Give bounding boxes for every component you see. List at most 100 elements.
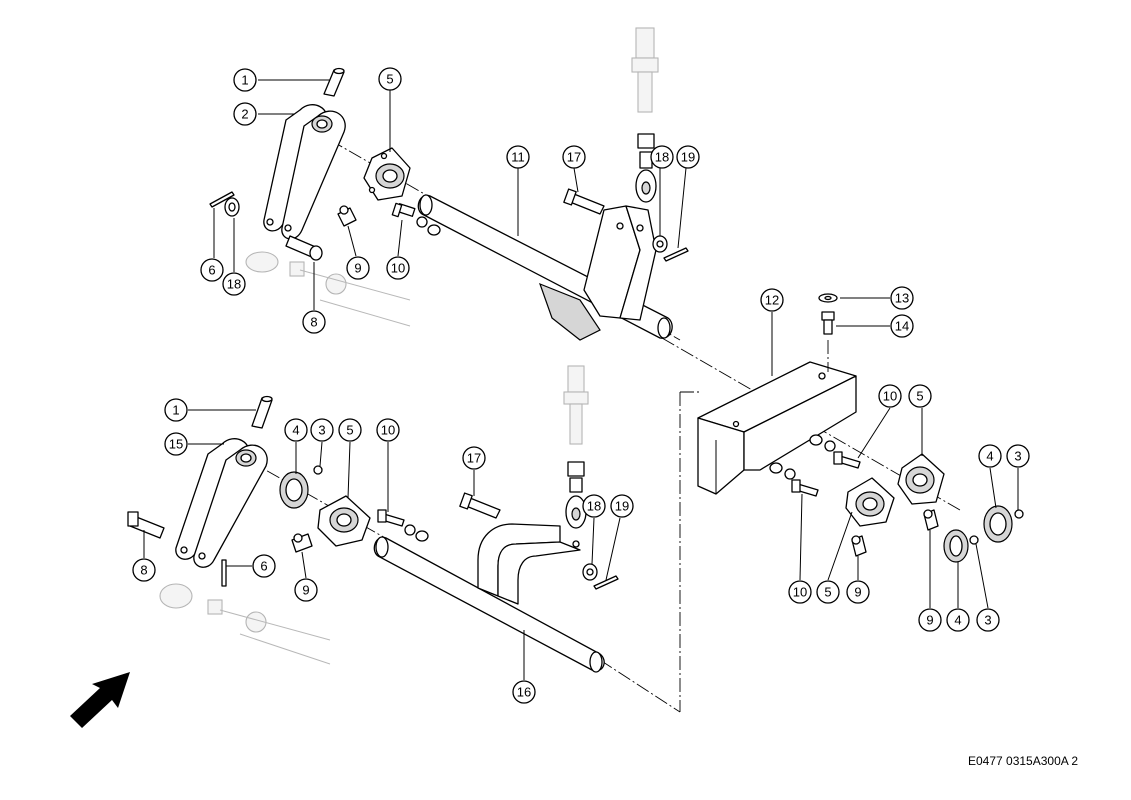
callout-5: 5 — [338, 418, 362, 442]
bottom-bolt-17 — [459, 492, 501, 519]
callout-10: 10 — [788, 580, 812, 604]
svg-text:17: 17 — [567, 150, 581, 165]
top-rod-end-18 — [635, 133, 657, 203]
callout-10: 10 — [376, 418, 400, 442]
callout-9: 9 — [846, 580, 870, 604]
bracket-washer-13 — [818, 293, 838, 303]
bottom-ghost-yoke — [159, 583, 331, 665]
callout-15: 15 — [164, 432, 188, 456]
svg-text:11: 11 — [511, 150, 525, 165]
callout-4: 4 — [978, 444, 1002, 468]
svg-text:17: 17 — [467, 451, 481, 466]
svg-text:18: 18 — [655, 150, 669, 165]
callout-6: 6 — [200, 258, 224, 282]
bracket-bolt-14 — [821, 311, 835, 335]
svg-text:5: 5 — [346, 423, 353, 438]
bottom-bearing-4 — [279, 471, 309, 509]
svg-text:5: 5 — [386, 72, 393, 87]
bottom-bolt-10 — [377, 509, 429, 542]
callout-9: 9 — [918, 608, 942, 632]
callout-5: 5 — [378, 67, 402, 91]
svg-text:8: 8 — [310, 315, 317, 330]
callout-3: 3 — [1006, 444, 1030, 468]
callout-12: 12 — [760, 288, 784, 312]
bracket-grease-nipple-9a — [851, 535, 867, 557]
top-ghost-yoke — [245, 251, 411, 327]
bottom-shaft-16 — [373, 523, 605, 673]
callout-19: 19 — [610, 494, 634, 518]
bottom-lift-arm-15 — [175, 438, 268, 568]
top-flange-bearing-5 — [363, 147, 411, 201]
svg-text:5: 5 — [824, 585, 831, 600]
callout-11: 11 — [506, 145, 530, 169]
callout-18: 18 — [650, 145, 674, 169]
bottom-flange-bearing-5 — [317, 495, 371, 547]
mounting-bracket-12 — [697, 361, 857, 495]
bracket-bolt-10a — [833, 451, 861, 469]
top-assembly — [209, 27, 961, 511]
svg-text:3: 3 — [984, 613, 991, 628]
drawing-code: E0477 0315A300A 2 — [968, 754, 1079, 768]
bottom-pin-8 — [127, 511, 165, 539]
bottom-pin-1 — [251, 395, 273, 429]
callout-1: 1 — [164, 398, 188, 422]
callout-17: 17 — [462, 446, 486, 470]
callout-4: 4 — [284, 418, 308, 442]
svg-text:16: 16 — [517, 685, 531, 700]
callout-10: 10 — [386, 256, 410, 280]
bottom-cotter-pin-6 — [221, 559, 227, 587]
bracket-bearing-4b — [943, 529, 979, 563]
svg-text:14: 14 — [895, 319, 909, 334]
bracket-grease-nipple-9b — [923, 509, 939, 531]
bracket-bearing-4a — [983, 505, 1024, 543]
svg-text:9: 9 — [926, 613, 933, 628]
bracket-assembly — [679, 293, 1024, 712]
bottom-cotter-19 — [593, 575, 619, 590]
callout-19: 19 — [676, 145, 700, 169]
svg-text:8: 8 — [140, 563, 147, 578]
svg-text:18: 18 — [227, 277, 241, 292]
bottom-grease-nipple-9 — [291, 533, 313, 553]
callout-18: 18 — [582, 494, 606, 518]
top-grease-nipple-9 — [337, 205, 357, 227]
svg-text:9: 9 — [854, 585, 861, 600]
svg-text:2: 2 — [241, 107, 248, 122]
svg-text:10: 10 — [883, 389, 897, 404]
direction-arrow-icon — [70, 672, 130, 728]
svg-text:4: 4 — [954, 613, 961, 628]
callout-8: 8 — [132, 558, 156, 582]
svg-text:18: 18 — [587, 499, 601, 514]
top-bolt-10 — [391, 202, 441, 236]
bottom-washer-18 — [582, 563, 598, 581]
callout-3: 3 — [310, 418, 334, 442]
bottom-set-screw-3 — [313, 465, 323, 475]
svg-text:19: 19 — [681, 150, 695, 165]
svg-text:10: 10 — [391, 261, 405, 276]
top-cylinder-rod — [631, 27, 659, 113]
svg-text:9: 9 — [354, 261, 361, 276]
bottom-rod-end-18 — [565, 461, 587, 529]
top-washer-18 — [224, 197, 240, 217]
top-lift-arm-2 — [263, 104, 346, 240]
bracket-flange-bearing-5b — [845, 477, 895, 527]
svg-text:10: 10 — [381, 423, 395, 438]
svg-text:5: 5 — [916, 389, 923, 404]
leader-lines — [143, 79, 1019, 680]
callout-4: 4 — [946, 608, 970, 632]
callout-5: 5 — [816, 580, 840, 604]
callout-3: 3 — [976, 608, 1000, 632]
top-pin-1 — [323, 67, 345, 97]
svg-text:13: 13 — [895, 291, 909, 306]
bracket-hardware — [769, 434, 836, 480]
svg-text:10: 10 — [793, 585, 807, 600]
callouts: 1 2 5 6 18 8 9 10 11 17 18 19 12 13 14 1… — [132, 67, 1030, 704]
svg-text:1: 1 — [241, 73, 248, 88]
callout-1: 1 — [233, 68, 257, 92]
callout-8: 8 — [302, 310, 326, 334]
bracket-flange-bearing-5a — [897, 453, 945, 505]
svg-text:19: 19 — [615, 499, 629, 514]
callout-9: 9 — [294, 578, 318, 602]
callout-13: 13 — [890, 286, 914, 310]
svg-text:15: 15 — [169, 437, 183, 452]
